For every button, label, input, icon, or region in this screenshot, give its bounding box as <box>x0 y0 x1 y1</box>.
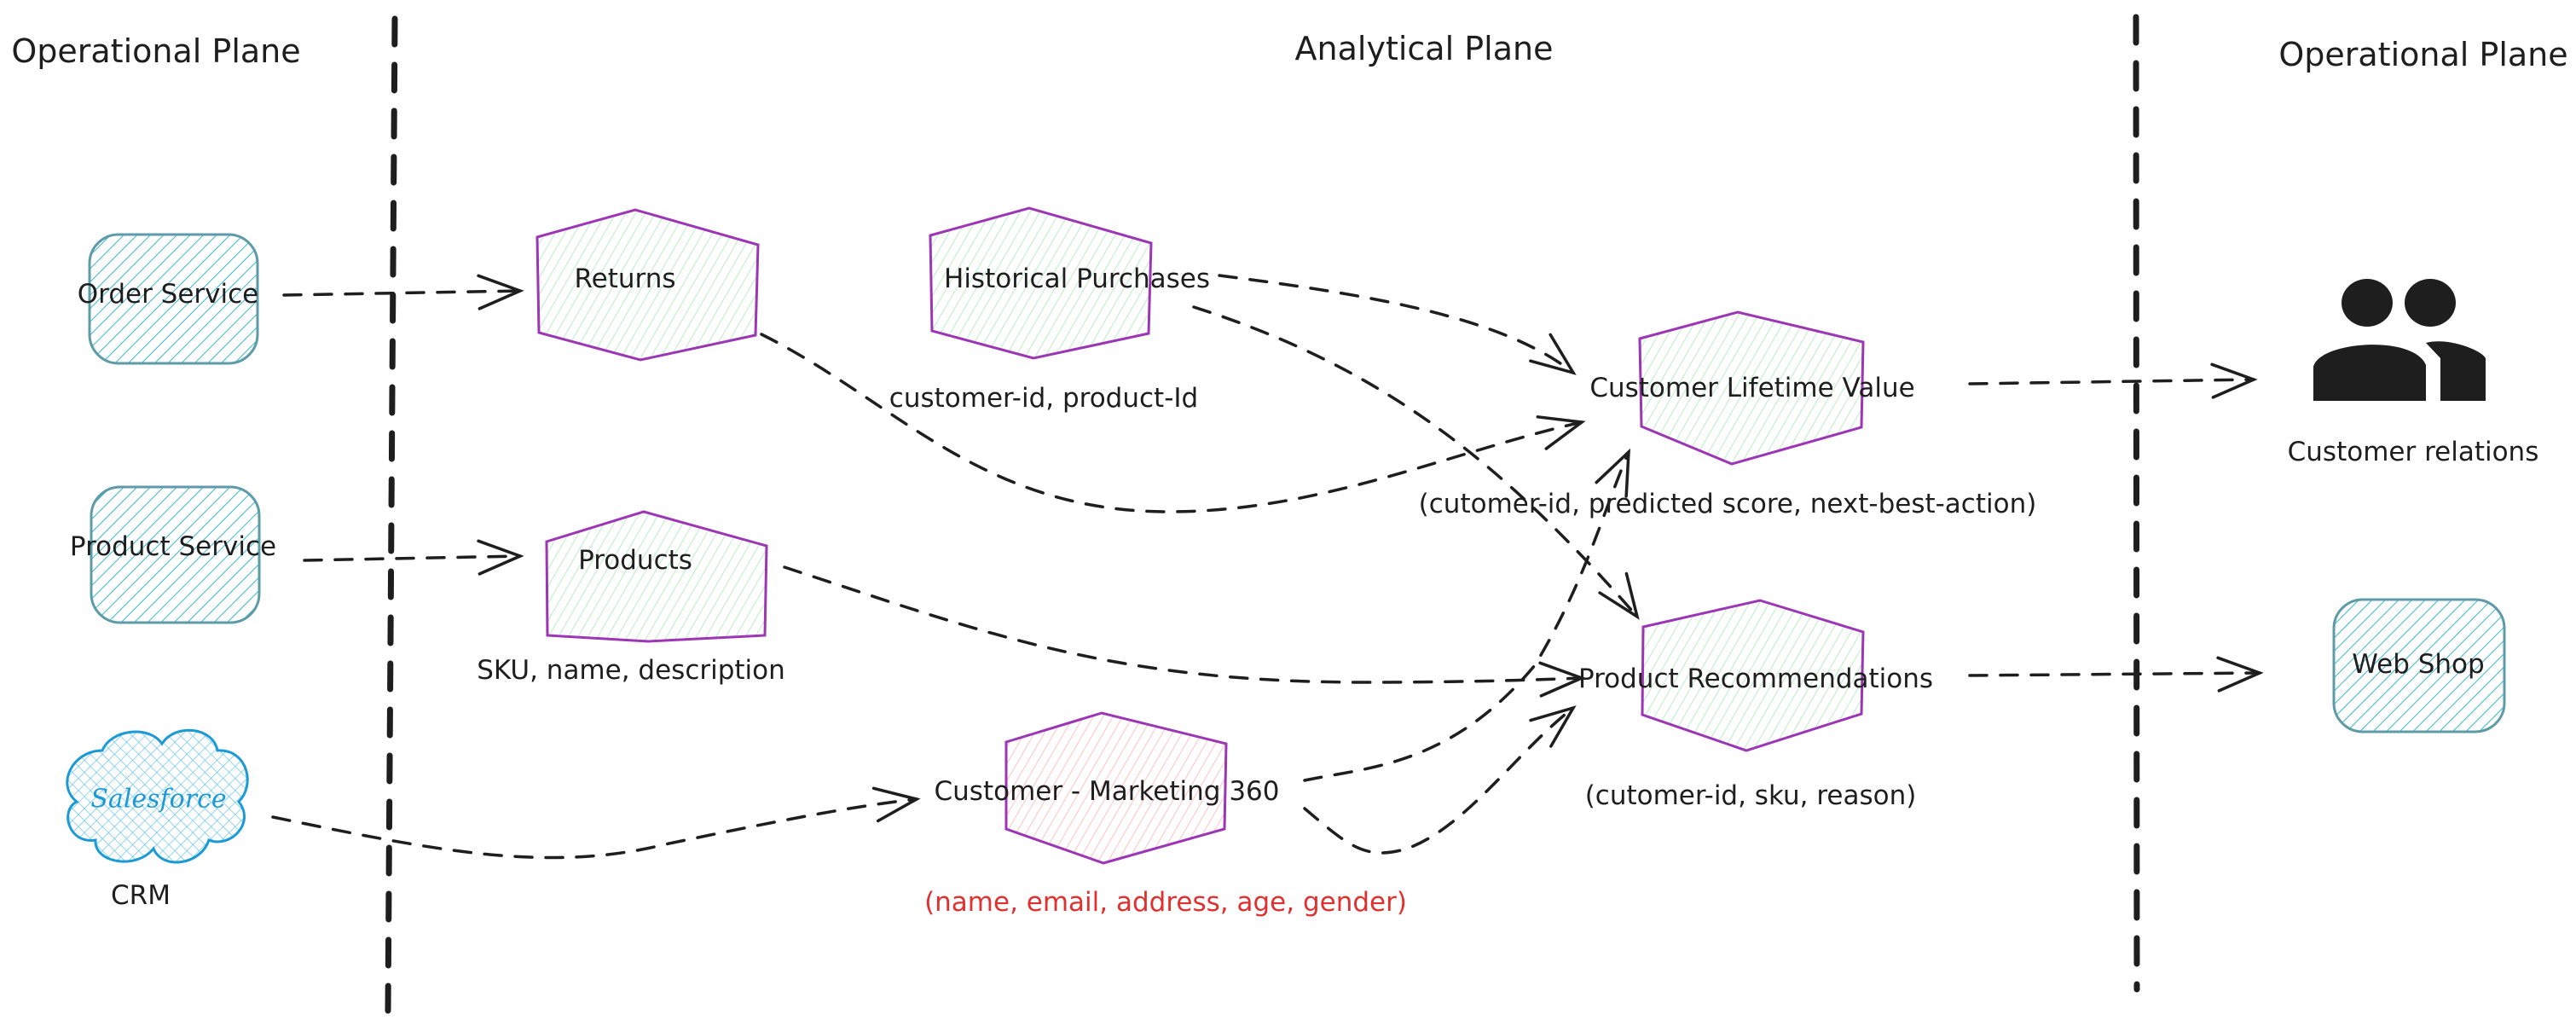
right-plane-title: Operational Plane <box>2278 36 2568 73</box>
products-to-recommendations-arrow[interactable] <box>783 565 1583 684</box>
historical-purchases-hexagon[interactable] <box>929 206 1153 360</box>
returns-to-clv-arrowhead <box>1536 415 1586 450</box>
clv-to-customer-relations-arrowhead <box>2210 362 2258 399</box>
product-recommendations-hexagon[interactable] <box>1641 599 1865 752</box>
salesforce-cloud-icon[interactable] <box>66 728 249 864</box>
recommendations-to-web-shop-arrowhead <box>2216 656 2264 693</box>
clv-to-customer-relations-arrow[interactable] <box>1968 378 2255 385</box>
crm-label: CRM <box>111 880 171 911</box>
product-service-label: Product Service <box>69 531 277 562</box>
product-to-products-arrow[interactable] <box>303 554 522 562</box>
order-to-returns-arrowhead <box>477 274 524 310</box>
products-hexagon[interactable] <box>545 510 768 643</box>
historical-to-clv-arrow[interactable] <box>1218 274 1575 374</box>
products-fields: SKU, name, description <box>477 655 785 686</box>
web-shop-box[interactable] <box>2332 598 2506 733</box>
recommendations-to-web-shop-arrow[interactable] <box>1968 671 2261 677</box>
products-to-recommendations-arrowhead <box>1538 661 1586 698</box>
clv-fields: (cutomer-id, predicted score, next-best-… <box>1418 489 2037 519</box>
crm-to-customer-marketing-arrowhead <box>871 786 921 823</box>
crm-to-customer-marketing-arrow[interactable] <box>271 797 918 860</box>
products-label: Products <box>578 545 692 576</box>
customer-marketing-to-clv-arrowhead <box>1595 448 1630 498</box>
product-recommendations-fields: (cutomer-id, sku, reason) <box>1584 780 1917 811</box>
left-plane-title: Operational Plane <box>11 32 301 70</box>
order-service-label: Order Service <box>77 279 259 310</box>
historical-purchases-label: Historical Purchases <box>944 264 1210 294</box>
product-service-box[interactable] <box>90 485 261 624</box>
center-plane-title: Analytical Plane <box>1294 30 1554 67</box>
product-recommendations-label: Product Recommendations <box>1577 664 1934 694</box>
historical-to-recommendations-arrow[interactable] <box>1192 305 1639 618</box>
returns-to-clv-arrow[interactable] <box>760 333 1583 513</box>
returns-hexagon[interactable] <box>535 208 760 362</box>
returns-label: Returns <box>574 264 676 294</box>
historical-to-recommendations-arrowhead <box>1598 571 1640 620</box>
people-icon <box>2313 279 2486 401</box>
order-to-returns-arrow[interactable] <box>282 289 522 297</box>
customer-marketing-to-clv-arrow[interactable] <box>1303 450 1630 782</box>
historical-to-clv-arrowhead <box>1529 333 1577 375</box>
historical-purchases-fields: customer-id, product-Id <box>889 383 1199 414</box>
customer-marketing-to-recommendations-arrowhead <box>1529 705 1577 748</box>
customer-marketing-fields: (name, email, address, age, gender) <box>924 887 1407 918</box>
order-service-box[interactable] <box>88 233 259 365</box>
customer-marketing-label: Customer - Marketing 360 <box>934 776 1280 807</box>
salesforce-logo-text: Salesforce <box>90 784 227 814</box>
product-to-products-arrowhead <box>477 539 524 576</box>
web-shop-label: Web Shop <box>2352 649 2485 680</box>
right-plane-divider <box>2133 14 2140 993</box>
left-plane-divider <box>385 15 398 1014</box>
clv-hexagon[interactable] <box>1638 310 1865 466</box>
customer-relations-label: Customer relations <box>2287 437 2539 467</box>
customer-marketing-to-recommendations-arrow[interactable] <box>1303 706 1575 855</box>
clv-label: Customer Lifetime Value <box>1589 373 1915 403</box>
customer-marketing-hexagon[interactable] <box>1004 711 1228 865</box>
